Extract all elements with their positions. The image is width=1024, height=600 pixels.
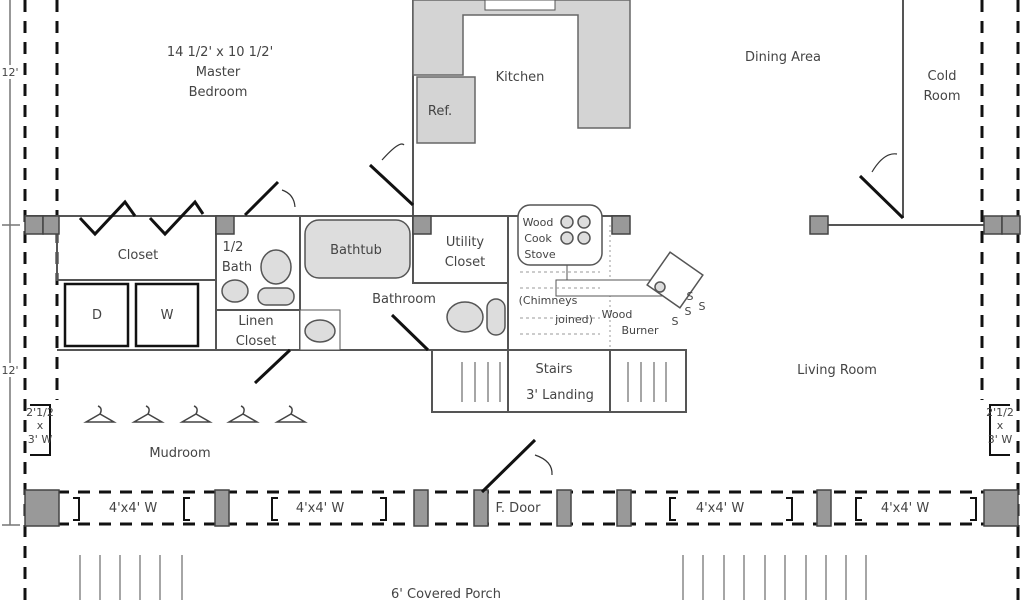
- svg-text:S: S: [687, 290, 694, 303]
- dryer: [63, 282, 130, 348]
- svg-text:S: S: [699, 300, 706, 313]
- refrigerator: [416, 76, 476, 144]
- stove-label: Wood: [523, 216, 554, 229]
- svg-text:S: S: [685, 305, 692, 318]
- posts: [24, 215, 1021, 527]
- closet-label: Closet: [118, 248, 159, 263]
- bedroom-label: Bedroom: [189, 85, 248, 100]
- half-bath-label: 1/2: [223, 240, 244, 255]
- master-label: Master: [196, 65, 241, 80]
- room-label: Room: [923, 89, 960, 104]
- stairs-label: Stairs: [535, 362, 572, 377]
- outer-walls: [23, 0, 1020, 600]
- dimension-line: 12' 12': [0, 0, 20, 526]
- chimneys-label: (Chimneys: [519, 294, 578, 307]
- linen-closet-label: Closet: [236, 334, 277, 349]
- svg-text:x: x: [997, 419, 1004, 432]
- svg-text:S: S: [672, 315, 679, 328]
- washer: [134, 282, 200, 348]
- toilet: [446, 301, 484, 333]
- ref-label: Ref.: [428, 104, 452, 119]
- bath-label: Bath: [222, 260, 252, 275]
- doors: [78, 143, 905, 494]
- utility-closet-label: Closet: [445, 255, 486, 270]
- room-labels: 14 1/2' x 10 1/2' Master Bedroom Kitchen…: [26, 45, 1014, 600]
- side-window-right: 2'1/2 x 3' W: [986, 406, 1014, 446]
- wood-burner-label: Wood: [602, 308, 633, 321]
- washer-label: W: [161, 308, 174, 323]
- dryer-label: D: [92, 308, 102, 323]
- kitchen-counter: [412, 0, 631, 144]
- master-dimension-label: 14 1/2' x 10 1/2': [167, 45, 273, 60]
- porch-label: 6' Covered Porch: [391, 587, 501, 600]
- stove-label: Stove: [524, 248, 556, 261]
- svg-text:2'1/2: 2'1/2: [26, 406, 54, 419]
- stove-label: Cook: [524, 232, 552, 245]
- window-label: 4'x4' W: [296, 501, 345, 516]
- living-room-label: Living Room: [797, 363, 877, 378]
- svg-text:x: x: [37, 419, 44, 432]
- wood-burner: [646, 251, 704, 309]
- bathtub: [304, 219, 411, 279]
- bathtub-label: Bathtub: [330, 243, 382, 258]
- dimension-label: 12': [1, 364, 18, 377]
- sink: [221, 279, 249, 303]
- porch-railings: [79, 555, 867, 600]
- coat-hangers: [83, 405, 308, 423]
- front-door-label: F. Door: [496, 501, 542, 516]
- kitchen-label: Kitchen: [496, 70, 545, 85]
- dimension-label: 12': [1, 66, 18, 79]
- chimneys-label: joined): [554, 313, 593, 326]
- svg-text:3' W: 3' W: [988, 433, 1013, 446]
- bathroom-label: Bathroom: [372, 292, 436, 307]
- linen-label: Linen: [238, 314, 273, 329]
- landing-label: 3' Landing: [526, 388, 594, 403]
- window-label: 4'x4' W: [881, 501, 930, 516]
- window-label: 4'x4' W: [696, 501, 745, 516]
- window-brackets: [30, 404, 1010, 521]
- window-label: 4'x4' W: [109, 501, 158, 516]
- toilet: [260, 249, 292, 285]
- wood-burner-label: Burner: [621, 324, 659, 337]
- svg-text:2'1/2: 2'1/2: [986, 406, 1014, 419]
- cold-label: Cold: [928, 69, 957, 84]
- dining-label: Dining Area: [745, 50, 821, 65]
- svg-text:3' W: 3' W: [28, 433, 53, 446]
- sink: [304, 319, 336, 343]
- mudroom-label: Mudroom: [149, 446, 210, 461]
- utility-label: Utility: [446, 235, 485, 250]
- stairs: [431, 349, 687, 413]
- side-window-left: 2'1/2 x 3' W: [26, 406, 54, 446]
